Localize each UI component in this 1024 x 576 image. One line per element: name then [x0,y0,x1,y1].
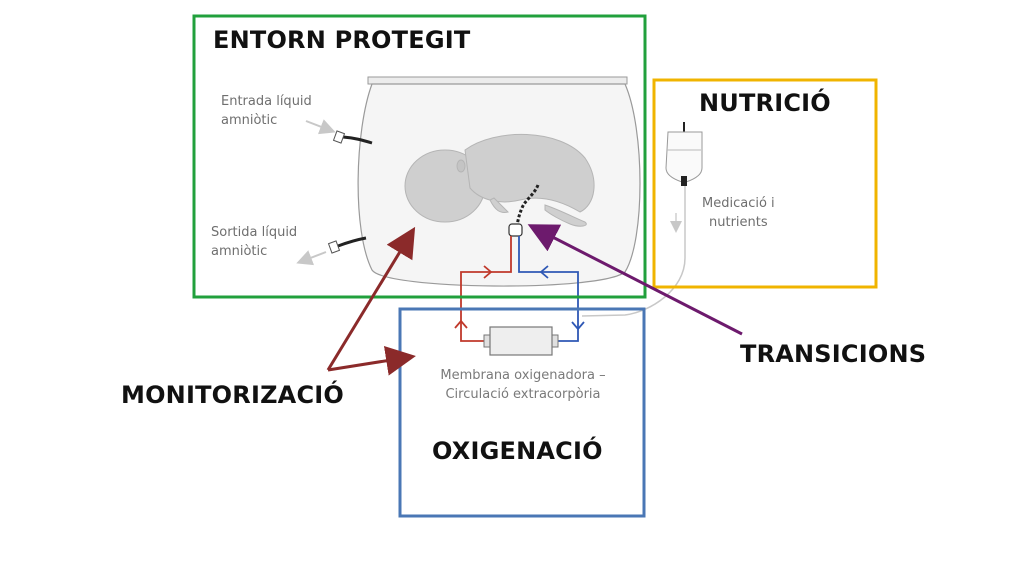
venous-line [518,236,585,342]
monitoring-arrows [326,226,416,376]
amniotic-outlet-label: Sortida líquid amniòtic [211,223,297,261]
fetus-illustration [404,134,595,227]
cord-connector [508,223,523,237]
transitions-callout: TRANSICIONS [740,340,927,368]
oxygenation-box [398,307,646,518]
medication-label: Medicació i nutrients [702,194,775,232]
membrane-caption: Membrana oxigenadora – Circulació extrac… [425,366,621,404]
oxygenator-membrane [483,326,559,356]
nutrition-title: NUTRICIÓ [699,89,831,117]
medication-line1: Medicació i [702,196,775,211]
iv-line [581,186,686,317]
amniotic-inlet-line2: amniòtic [221,113,278,128]
protected-environment-title: ENTORN PROTEGIT [213,26,471,54]
transitions-arrow [527,224,743,336]
amniotic-outlet-line2: amniòtic [211,244,268,259]
nutrition-box [652,78,878,289]
monitoring-callout: MONITORIZACIÓ [121,381,345,409]
amniotic-inlet-label: Entrada líquid amniòtic [221,92,312,130]
iv-bag [665,122,703,186]
amniotic-outlet-line1: Sortida líquid [211,225,298,240]
outlet-tube [296,236,367,266]
medication-line2: nutrients [709,215,768,230]
membrane-caption-line1: Membrana oxigenadora – [440,368,606,383]
membrane-caption-line2: Circulació extracorpòria [445,387,601,402]
amniotic-inlet-line1: Entrada líquid [221,94,312,109]
inlet-tube [305,119,373,145]
protected-environment-box [192,14,647,299]
arterial-line [454,236,512,342]
umbilical-cord [515,184,540,227]
oxygenation-title: OXIGENACIÓ [432,437,603,465]
